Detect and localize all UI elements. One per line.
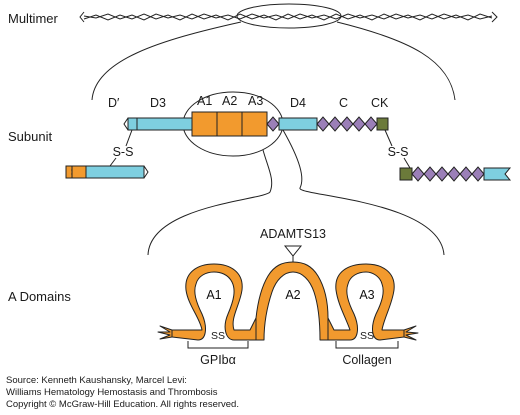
a-domain-left-fringe [157,325,173,340]
domain-label-d-prime: D′ [108,96,120,110]
source-citation: Source: Kenneth Kaushansky, Marcel Levi:… [6,375,239,411]
gpib-alpha-label: GPIbα [200,353,236,367]
multimer-to-subunit-line-left [91,21,242,101]
adamts13-label: ADAMTS13 [260,227,326,241]
domain-d-prime [127,117,138,131]
a-domain-right-fringe [403,325,419,341]
gpib-bracket [187,341,249,349]
a3-detail-label: A3 [359,288,374,302]
subunit-left-end-cap [123,117,129,131]
subunit-lower-left-chain [65,165,149,179]
adamts13-cleavage-arrow [283,245,303,257]
domain-label-d4: D4 [290,96,306,110]
bond-label-left: S-S [113,145,134,159]
bond-label-right: S-S [388,145,409,159]
domain-a1 [191,111,218,137]
subunit-main-chain [123,111,389,137]
lower-left-cyan-domain [85,165,145,179]
multimer-strands [83,13,493,21]
subunit-label: Subunit [8,129,52,144]
multimer-to-subunit-line-right [336,21,456,101]
domain-label-a1: A1 [197,94,212,108]
domain-label-d3: D3 [150,96,166,110]
source-line-1: Source: Kenneth Kaushansky, Marcel Levi: [6,375,187,386]
domain-d4 [278,117,318,131]
bond-line-right [384,129,411,169]
subunit-lower-right-chain [399,166,512,182]
a1-loop [171,263,257,341]
a-domain-loops [157,261,419,341]
multimer-end-left [79,11,85,23]
ss-label-a1: SS [211,330,225,342]
domain-label-ck: CK [371,96,389,110]
domain-a3 [241,111,268,137]
domain-purple-diamond [266,116,280,132]
domain-ck [376,117,389,131]
source-line-2: Williams Hematology Hemostasis and Throm… [6,387,218,398]
a1-detail-label: A1 [206,288,221,302]
multimer-zoom-ellipse [236,3,342,29]
multimer-label: Multimer [8,11,59,26]
domain-label-a3: A3 [248,94,263,108]
a-domains-label: A Domains [8,289,71,304]
a2-detail-label: A2 [285,288,300,302]
collagen-label: Collagen [342,353,391,367]
a2-loop [255,261,329,341]
lower-right-ck-domain [399,167,413,181]
lower-right-cyan-tail [483,167,512,181]
zoom-line-left [147,149,273,256]
domain-d3 [136,117,193,131]
domain-label-c: C [339,96,348,110]
domain-label-a2: A2 [222,94,237,108]
domain-a2 [216,111,243,137]
collagen-bracket [335,341,399,349]
source-line-3: Copyright © McGraw-Hill Education. All r… [6,399,239,410]
domain-c-repeats [316,116,378,132]
multimer-end-right [491,11,498,23]
a3-loop [327,263,405,341]
ss-label-a3: SS [360,330,374,342]
zoom-line-right [282,129,445,256]
bond-line-left [109,129,133,167]
